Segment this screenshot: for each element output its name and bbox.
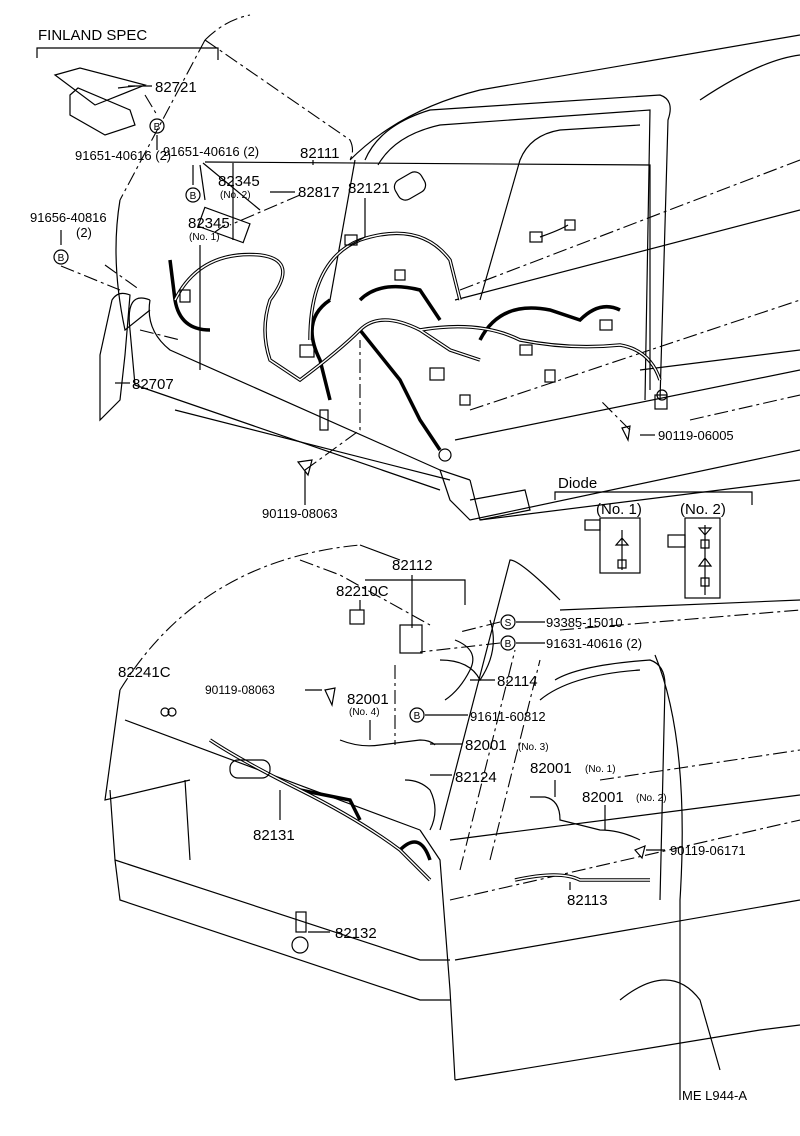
bolt-symbol-91611: B xyxy=(409,707,425,723)
part-label-93385-15010: 93385-15010 xyxy=(546,615,623,630)
part-label-90119-08063-upper: 90119-08063 xyxy=(262,506,338,521)
part-label-82113: 82113 xyxy=(567,892,608,909)
upper-leader-lines xyxy=(60,85,655,505)
part-label-82210C: 82210C xyxy=(336,583,389,600)
part-label-90119-08063-lower: 90119-08063 xyxy=(205,683,275,697)
part-label-82345-no1: 82345 xyxy=(188,215,230,232)
part-label-82001-no2-sub: (No. 2) xyxy=(636,793,667,804)
part-label-82124: 82124 xyxy=(455,769,497,786)
finland-spec-parts xyxy=(36,47,301,422)
part-label-82001-no1-sub: (No. 1) xyxy=(585,764,616,775)
figure-code: ME L944-A xyxy=(682,1088,747,1103)
part-label-82132: 82132 xyxy=(335,925,377,942)
part-label-91651-40616-a: 91651-40616 (2) xyxy=(75,148,171,163)
part-label-91651-40616-b: 91651-40616 (2) xyxy=(163,144,259,159)
bolt-symbol-82707: B xyxy=(53,249,69,265)
part-label-82345-no1-sub: (No. 1) xyxy=(189,232,220,243)
part-label-91656-40816-qty: (2) xyxy=(76,225,92,240)
diode-detail xyxy=(554,491,753,599)
part-label-82114: 82114 xyxy=(497,673,538,690)
svg-text:B: B xyxy=(414,711,421,722)
part-label-91611-60812: 91611-60812 xyxy=(470,709,546,724)
screw-symbol-93385: S xyxy=(500,614,516,630)
diode-no1-label: (No. 1) xyxy=(596,501,642,518)
part-label-82001-no2: 82001 xyxy=(582,789,624,806)
part-label-82121: 82121 xyxy=(348,180,390,197)
diode-title: Diode xyxy=(558,475,597,492)
bolt-symbol-upper: B xyxy=(185,187,201,203)
part-label-82721: 82721 xyxy=(155,79,197,96)
svg-text:B: B xyxy=(190,191,197,202)
bolt-symbol-82721: B xyxy=(149,118,165,134)
upper-vehicle-outline xyxy=(115,14,800,521)
part-label-82817: 82817 xyxy=(298,184,340,201)
upper-harness-82111 xyxy=(168,171,668,462)
lower-vehicle-outline xyxy=(104,544,800,1100)
part-label-90119-06005: 90119-06005 xyxy=(658,428,734,443)
part-label-82001-no4: 82001 xyxy=(347,691,389,708)
diode-no2-label: (No. 2) xyxy=(680,501,726,518)
svg-text:B: B xyxy=(58,253,65,264)
svg-text:S: S xyxy=(505,618,512,629)
part-label-82001-no1: 82001 xyxy=(530,760,572,777)
svg-text:B: B xyxy=(154,122,161,133)
part-label-82001-no3: 82001 xyxy=(465,737,507,754)
part-label-82111: 82111 xyxy=(300,145,340,162)
part-label-90119-06171: 90119-06171 xyxy=(670,843,746,858)
part-label-82001-no3-sub: (No. 3) xyxy=(518,742,549,753)
part-label-91631-40616: 91631-40616 (2) xyxy=(546,636,642,651)
part-label-82241C: 82241C xyxy=(118,664,171,681)
part-label-82707: 82707 xyxy=(132,376,174,393)
part-label-82345-no2: 82345 xyxy=(218,173,260,190)
part-label-82345-no2-sub: (No. 2) xyxy=(220,190,251,201)
part-label-82112: 82112 xyxy=(392,557,433,574)
lower-leader-lines xyxy=(279,575,665,933)
part-label-82131: 82131 xyxy=(253,827,295,844)
svg-text:B: B xyxy=(505,639,512,650)
finland-spec-title: FINLAND SPEC xyxy=(38,27,147,44)
part-label-82001-no4-sub: (No. 4) xyxy=(349,707,380,718)
part-label-91656-40816: 91656-40816 xyxy=(30,210,107,225)
bolt-symbol-91631: B xyxy=(500,635,516,651)
